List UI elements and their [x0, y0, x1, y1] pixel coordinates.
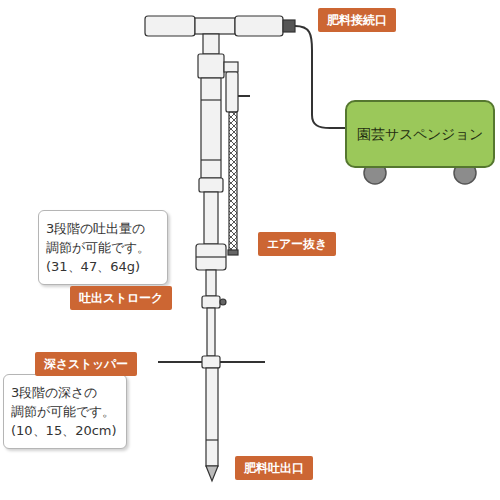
valve-lever — [238, 95, 250, 97]
main-cylinder — [201, 78, 221, 178]
probe-tip — [206, 466, 218, 481]
part-name: エアー抜き — [267, 236, 327, 252]
air-valve — [226, 72, 238, 112]
t-joint — [195, 18, 235, 34]
stem — [203, 34, 219, 54]
cylinder-ring — [201, 159, 221, 160]
part-label: 吐出ストローク — [70, 286, 172, 310]
probe — [206, 368, 218, 466]
connector-fitting — [283, 20, 295, 32]
note-text: 3段階の深さの 調節が可能です。 (10、15、20cm) — [11, 383, 119, 440]
part-label: 肥料吐出口 — [235, 456, 313, 480]
note-box: 3段階の吐出量の 調節が可能です。 (31、47、64g) — [38, 210, 168, 285]
tank-label: 園芸サスペンジョン — [357, 125, 483, 143]
probe-ring — [206, 439, 218, 440]
part-name: 深さストッパー — [44, 356, 128, 372]
collar-nut — [198, 54, 224, 78]
part-label: エアー抜き — [258, 232, 336, 256]
band — [199, 178, 223, 192]
right-grip — [235, 16, 283, 36]
air-branch — [224, 62, 238, 72]
note-box: 3段階の深さの 調節が可能です。 (10、15、20cm) — [3, 374, 127, 449]
lower-tube — [204, 192, 218, 244]
part-name: 吐出ストローク — [79, 290, 163, 306]
tube-end — [228, 250, 238, 255]
part-name: 肥料接続口 — [327, 12, 387, 28]
part-label: 深さストッパー — [35, 352, 137, 376]
part-name: 肥料吐出口 — [244, 460, 304, 476]
cylinder-ring — [201, 99, 221, 100]
left-grip — [145, 16, 195, 36]
stroke-nut — [202, 296, 220, 308]
stroke-knob — [220, 299, 226, 305]
stopper-clamp — [202, 356, 220, 368]
braided-air-tube — [229, 112, 237, 252]
valve-body — [196, 244, 226, 270]
note-text: 3段階の吐出量の 調節が可能です。 (31、47、64g) — [46, 219, 160, 276]
tank-cart: 園芸サスペンジョン — [345, 100, 495, 168]
fertilizer-hose — [295, 26, 347, 128]
stroke-pipe — [206, 270, 216, 296]
part-label: 肥料接続口 — [318, 8, 396, 32]
valve-seam — [196, 256, 226, 257]
rod — [207, 308, 215, 356]
